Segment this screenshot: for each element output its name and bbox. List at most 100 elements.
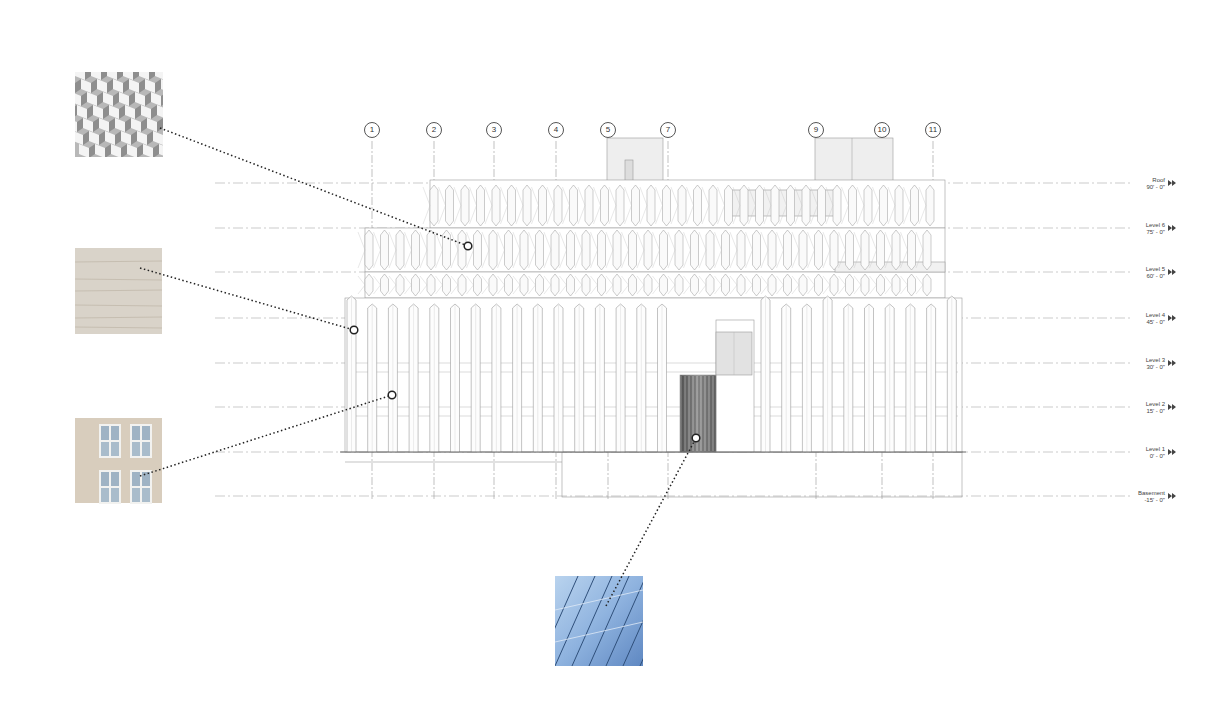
grid-bubble: 10 [874,122,890,138]
grid-number: 7 [666,126,670,134]
folded-panel [489,274,497,296]
stone-swatch [75,248,162,334]
folded-panel [613,230,621,270]
folded-panel [567,230,575,270]
folded-panel [830,274,838,296]
folded-panel [799,230,807,270]
folded-panel [539,185,547,226]
folded-panel [474,230,482,270]
folded-panel [784,274,792,296]
level-marker [1168,449,1176,455]
folded-panel [892,230,900,270]
callout-dot [388,391,396,399]
level-name: Level 2 [1146,401,1165,407]
folded-panel [846,274,854,296]
folded-panel [551,274,559,296]
folded-panel [365,274,373,296]
fin [761,296,770,452]
grid-number: 9 [814,126,818,134]
level-name: Roof [1152,177,1165,183]
folded-panel [554,185,562,226]
grid-bubble: 5 [600,122,616,138]
grid-number: 2 [432,126,436,134]
folded-panel [799,274,807,296]
folded-panel [632,185,640,226]
level-elevation: 90' - 0" [1146,184,1165,190]
folded-panel [815,230,823,270]
folded-panel [412,230,420,270]
level-marker [1168,404,1176,410]
fin [451,304,460,452]
grid-bubble: 7 [660,122,676,138]
fin [554,304,563,452]
grid-bubble: 11 [925,122,941,138]
folded-panel [365,230,373,270]
folded-panel [908,274,916,296]
folded-panel [768,274,776,296]
folded-panel [864,185,872,226]
folded-panel [737,274,745,296]
folded-panel [585,185,593,226]
callout-dot [692,434,700,442]
level-name: Level 1 [1146,446,1165,452]
folded-panel [536,230,544,270]
fin [823,296,832,452]
folded-panel [381,230,389,270]
level-elevation: 15' - 0" [1146,408,1165,414]
fin [575,304,584,452]
folded-panel [849,185,857,226]
folded-panel [846,230,854,270]
folded-panel [660,230,668,270]
fin [802,304,811,452]
level-elevation: 0' - 0" [1150,453,1165,459]
folded-panel [570,185,578,226]
folded-panel [691,274,699,296]
grid-bubble: 2 [426,122,442,138]
basement-outline [562,452,962,497]
upper-band [365,228,945,272]
fin [906,304,915,452]
folded-panel [678,185,686,226]
grid-bubble: 1 [364,122,380,138]
leader-line [606,438,696,606]
folded-panel [601,185,609,226]
leader-line [160,128,468,246]
folded-panel [908,230,916,270]
folded-panel [753,230,761,270]
folded-panel [815,274,823,296]
level-name: Level 4 [1146,312,1165,318]
folded-panel [722,230,730,270]
folded-panel [787,185,795,226]
level-elevation: 75' - 0" [1146,229,1165,235]
folded-panel [694,185,702,226]
folded-panel [396,230,404,270]
fin [844,304,853,452]
folded-panel [660,274,668,296]
folded-panel [616,185,624,226]
folded-panel [722,274,730,296]
level-line [215,452,1130,453]
level-marker [1168,225,1176,231]
fin [658,304,667,452]
glass-swatch [555,576,643,666]
panel-swatch [75,72,163,157]
podium [345,298,962,452]
entry-window [716,332,752,375]
fin [533,304,542,452]
folded-panel [737,230,745,270]
folded-panel [771,185,779,226]
folded-panel [461,185,469,226]
folded-panel [880,185,888,226]
grid-number: 1 [370,126,374,134]
penthouse [607,138,663,181]
folded-panel [505,230,513,270]
folded-panel [520,274,528,296]
folded-panel [523,185,531,226]
folded-panel [818,185,826,226]
level-name: Basement [1138,490,1165,496]
fin [782,304,791,452]
level-name: Level 5 [1146,266,1165,272]
upper-band [430,180,945,228]
fin [595,304,604,452]
folded-panel [675,230,683,270]
